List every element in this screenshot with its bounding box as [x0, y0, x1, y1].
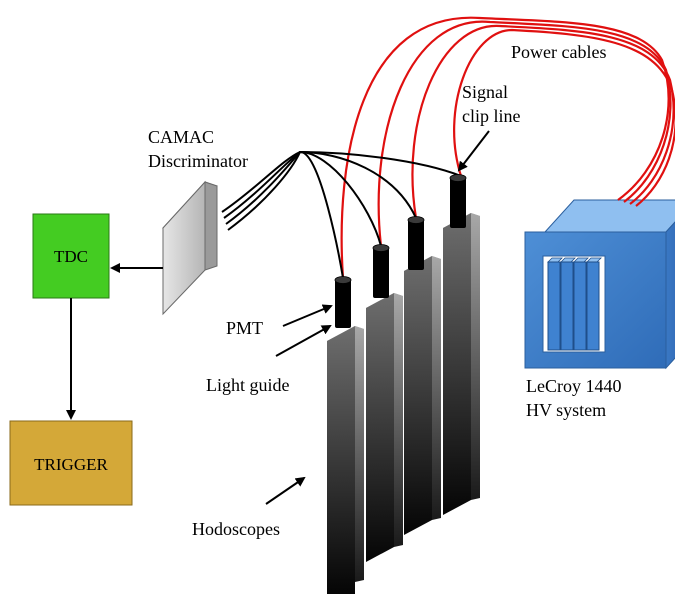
pmt-1	[334, 276, 352, 328]
hv-label-line2: HV system	[526, 400, 606, 420]
trigger-box: TRIGGER	[9, 420, 133, 506]
camac-label-line1: CAMAC	[148, 127, 214, 147]
arrow-signal-clip	[457, 130, 490, 172]
hv-label-line1: LeCroy 1440	[526, 376, 621, 396]
tdc-box: TDC	[32, 213, 110, 299]
arrow-hodoscopes	[265, 476, 306, 505]
signal-clip-label-line1: Signal	[462, 82, 508, 102]
camac-label-line2: Discriminator	[148, 151, 248, 171]
pmt-2	[372, 244, 390, 298]
arrow-pmt	[282, 304, 333, 327]
power-cables-label: Power cables	[511, 42, 606, 62]
tdc-label: TDC	[54, 247, 88, 266]
pmt-3	[407, 216, 425, 270]
arrows	[66, 130, 490, 505]
hodoscope-2	[366, 293, 403, 562]
trigger-label: TRIGGER	[34, 455, 108, 474]
camac-discriminator	[162, 180, 218, 316]
pmt-label: PMT	[226, 318, 263, 338]
hodoscope-3	[404, 256, 441, 535]
power-cables	[340, 16, 675, 279]
hodoscope-1	[327, 326, 364, 594]
signal-clip-label-line2: clip line	[462, 106, 520, 126]
hv-module-cards	[547, 257, 602, 351]
hodoscope-4	[443, 213, 480, 515]
arrow-light-guide	[275, 325, 332, 357]
hodoscopes-label: Hodoscopes	[192, 519, 280, 539]
hv-system-box	[524, 199, 675, 370]
pmt-4	[449, 174, 467, 228]
light-guide-label: Light guide	[206, 375, 290, 395]
pmt-tubes	[334, 174, 467, 328]
signal-cables	[221, 150, 462, 279]
